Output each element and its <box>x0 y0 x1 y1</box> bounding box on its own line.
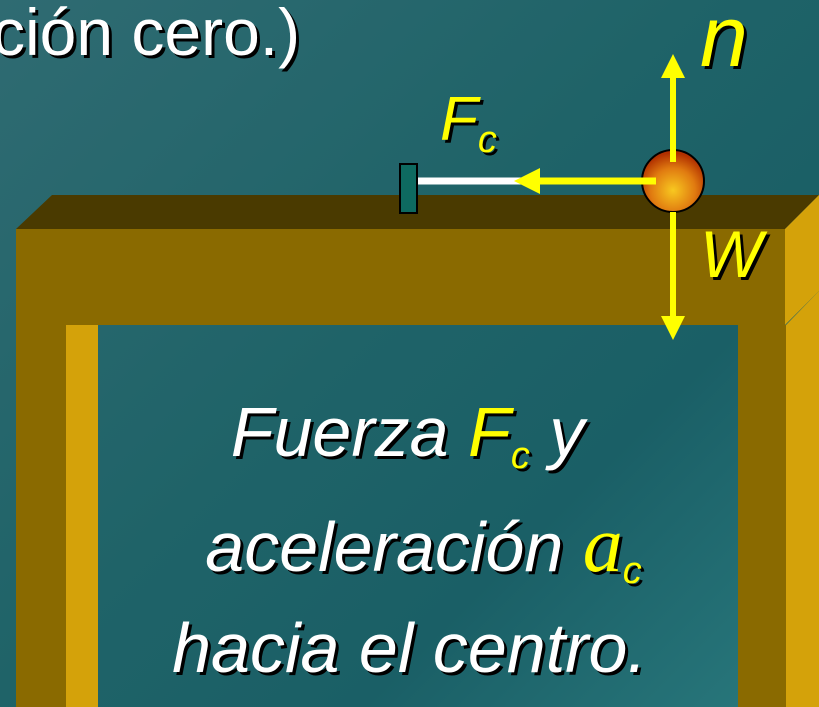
header-partial-text: ción cero.) <box>0 0 301 69</box>
table-leg-left <box>16 325 66 707</box>
table-leg-right-side <box>786 291 819 707</box>
caption-line-2-start: aceleración <box>205 508 583 586</box>
caption-line-1-end: y <box>529 393 585 471</box>
peg <box>399 163 418 214</box>
force-subscript: c <box>477 119 497 161</box>
caption-line-1: Fuerza Fc y <box>0 392 817 477</box>
caption-force-subscript: c <box>510 435 530 477</box>
force-symbol: F <box>440 85 478 154</box>
caption-accel-subscript: c <box>622 550 642 592</box>
table-leg-right <box>738 325 786 707</box>
table-side-face <box>785 195 819 325</box>
normal-arrowhead <box>661 54 685 78</box>
caption-line-2: aceleración ac <box>14 500 819 592</box>
caption-force-symbol: F <box>468 393 511 471</box>
centripetal-force-label: Fc <box>440 84 497 161</box>
table-leg-left-side <box>66 325 98 707</box>
weight-label: W <box>700 217 763 291</box>
caption-line-1-start: Fuerza <box>230 393 469 471</box>
caption-accel-symbol: a <box>582 501 623 589</box>
weight-arrowhead <box>661 316 685 340</box>
caption-line-3: hacia el centro. <box>172 609 647 687</box>
table-front <box>16 229 785 325</box>
normal-force-label: n <box>700 0 748 85</box>
force-arrowhead <box>514 168 540 194</box>
